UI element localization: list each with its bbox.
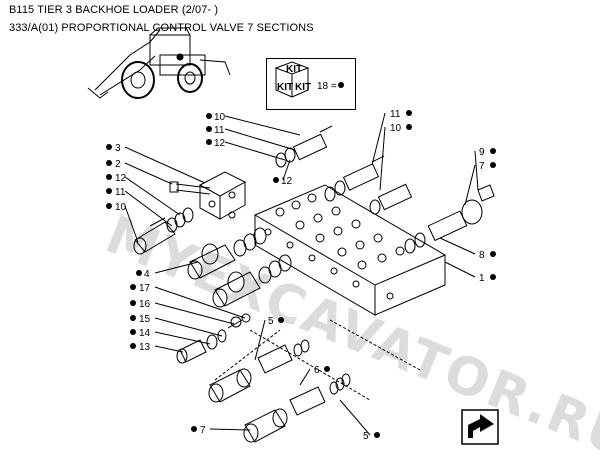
callout-11: 11 [115, 187, 126, 198]
callout-12: 12 [214, 138, 226, 149]
left-solenoid [133, 207, 194, 255]
end-cover [198, 171, 247, 220]
callout-5: 5 [363, 431, 369, 442]
callout-16: 16 [139, 299, 151, 310]
top-solenoid-2 [324, 155, 385, 202]
callout-15: 15 [139, 314, 151, 325]
middle-solenoid-2 [212, 254, 292, 308]
callout-dots [106, 82, 496, 438]
callout-12: 12 [281, 176, 293, 187]
callout-13: 13 [139, 342, 151, 353]
callout-2: 2 [115, 159, 121, 170]
lower-coil-1 [208, 339, 310, 403]
kit-label-left: KIT [277, 82, 293, 93]
callout-9: 9 [479, 147, 485, 158]
next-page-arrow-icon [461, 409, 499, 445]
callout-6: 6 [314, 365, 320, 376]
document-title: B115 TIER 3 BACKHOE LOADER (2/07- ) [9, 4, 219, 16]
valve-block [253, 184, 447, 316]
callout-12: 12 [115, 173, 127, 184]
callout-5: 5 [268, 316, 274, 327]
callout-8: 8 [479, 250, 485, 261]
callout-labels: 10 11 12 3 2 12 11 10 12 11 10 9 7 8 1 4… [115, 109, 485, 442]
kit-label-right: KIT [295, 82, 311, 93]
callout-4: 4 [144, 269, 150, 280]
tie-bolt [169, 181, 211, 195]
callout-3: 3 [115, 143, 121, 154]
callout-1: 1 [479, 273, 485, 284]
callout-11: 11 [214, 125, 225, 136]
callout-10: 10 [115, 202, 127, 213]
top-solenoid-3 [369, 183, 413, 215]
callout-17: 17 [139, 283, 151, 294]
lower-coil-2 [243, 373, 351, 443]
callout-10: 10 [390, 123, 402, 134]
exploded-parts-diagram: KIT KIT KIT 18 = 10 11 12 3 2 12 11 10 1… [87, 27, 499, 445]
callout-11: 11 [390, 109, 401, 120]
middle-solenoid-1 [187, 227, 267, 280]
kit-ref-label: 18 = [317, 81, 337, 92]
kit-box [266, 58, 356, 110]
callout-7: 7 [200, 425, 206, 436]
callout-7: 7 [479, 161, 485, 172]
kit-icon [274, 61, 310, 98]
callout-10: 10 [214, 112, 226, 123]
callout-14: 14 [139, 328, 151, 339]
right-solenoid [404, 184, 495, 254]
backhoe-thumbnail-icon [87, 27, 231, 99]
relief-valve-parts [176, 313, 251, 364]
kit-label-top: KIT [286, 64, 302, 75]
leader-lines [124, 112, 479, 436]
